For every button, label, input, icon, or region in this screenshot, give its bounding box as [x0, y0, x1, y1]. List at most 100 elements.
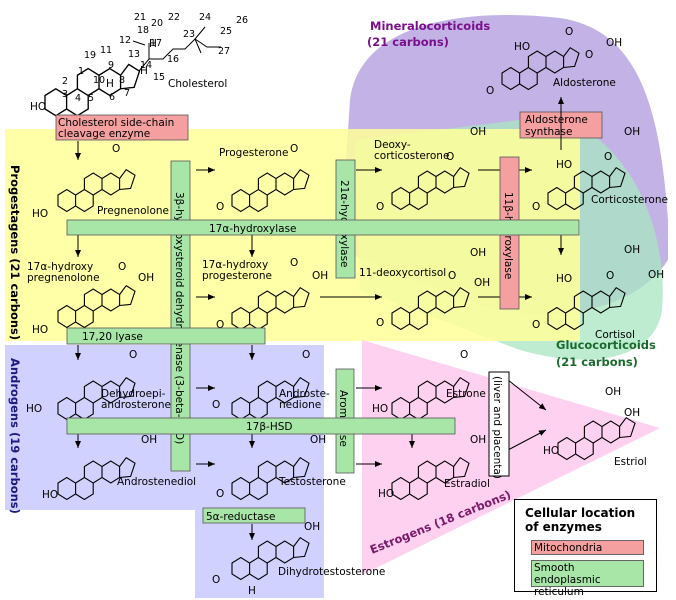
dht-label: Dihydrotestosterone — [278, 566, 385, 578]
aldosterone-label: Aldosterone — [553, 77, 616, 89]
hydroxypregnenolone-o: O — [118, 261, 126, 273]
cortisol-oh-top: OH — [624, 244, 640, 256]
testosterone-o: O — [216, 488, 224, 500]
svg-text:11: 11 — [100, 45, 112, 56]
hsd3b-enzyme-label: 3β-hydroxysteroid dehydrogenase (3-beta-… — [173, 192, 185, 444]
androstenedione-o-top: O — [302, 349, 310, 361]
svg-text:15: 15 — [153, 72, 165, 83]
deoxycortisol-o-left: O — [376, 317, 384, 329]
estrone-label: Estrone — [446, 388, 486, 400]
legend-title: Cellular location of enzymes — [525, 506, 635, 534]
androgens-title: Androgens (19 carbons) — [8, 358, 22, 514]
svg-text:25: 25 — [220, 26, 232, 37]
hsd17b-enzyme-label: 17β-HSD — [246, 421, 293, 433]
estrone-o: O — [460, 349, 468, 361]
legend-title-line-1: Cellular location — [525, 506, 636, 520]
hydroxyprogesterone-label-2: progesterone — [202, 270, 272, 282]
estrone-ho: HO — [372, 403, 388, 415]
estriol-oh-top: OH — [605, 386, 621, 398]
hydroxylase21-enzyme-bar — [335, 159, 356, 279]
legend-ser-label-1: Smooth endoplasmic — [534, 562, 601, 586]
hydroxylase17-enzyme-label: 17α-hydroxylase — [209, 223, 297, 235]
aldosterone-synthase-label-2: synthase — [525, 126, 572, 138]
svg-text:26: 26 — [236, 15, 248, 26]
hydroxypregnenolone-label-1: 17α-hydroxy — [27, 261, 93, 273]
svg-text:21: 21 — [134, 12, 146, 23]
hydroxypregnenolone-oh: OH — [138, 272, 154, 284]
estradiol-label: Estradiol — [444, 478, 490, 490]
progesterone-o-left: O — [216, 201, 224, 213]
cortisol-o-left: O — [532, 319, 540, 331]
svg-text:2: 2 — [62, 76, 68, 87]
dht-oh: OH — [304, 521, 320, 533]
glucocorticoids-title: Glucocorticoids — [556, 338, 656, 352]
cholesterol-structure — [44, 26, 221, 117]
hsd3b-enzyme-bar — [170, 160, 191, 472]
corticosterone-o-left: O — [532, 201, 540, 213]
svg-text:13: 13 — [128, 49, 140, 60]
cortisol-o-top: O — [606, 270, 614, 282]
pregnenolone-label: Pregnenolone — [97, 205, 169, 217]
svg-text:1: 1 — [78, 66, 84, 77]
aldosterone-oh: OH — [606, 37, 622, 49]
hydroxyprogesterone-oh: OH — [312, 270, 328, 282]
lyase-enzyme-bar — [66, 327, 266, 345]
legend-ser: Smooth endoplasmic reticulum — [531, 560, 644, 598]
corticosterone-ho: HO — [556, 159, 572, 171]
legend-mitochondria-label: Mitochondria — [534, 542, 603, 554]
legend-mitochondria: Mitochondria — [531, 540, 644, 555]
liver-placenta-label: (liver and placenta) — [491, 376, 503, 479]
corticosterone-oh: OH — [624, 126, 640, 138]
aldosterone-o-left: O — [486, 85, 494, 97]
svg-text:24: 24 — [199, 12, 211, 23]
svg-text:22: 22 — [168, 12, 180, 23]
svg-text:19: 19 — [84, 50, 96, 61]
cholesterol-h-2: H — [140, 65, 148, 77]
deoxycorticosterone-o-top: O — [446, 151, 454, 163]
cortisol-oh-side: OH — [648, 269, 664, 281]
cholesterol-atom-numbers: 1 2 3 4 5 6 7 8 9 10 11 12 13 14 15 16 1… — [62, 12, 248, 104]
reductase-enzyme-bar — [202, 507, 306, 524]
aldosterone-synthase-label-1: Aldosterone — [525, 114, 588, 126]
cortisol-label: Cortisol — [595, 329, 635, 341]
svg-text:16: 16 — [167, 54, 179, 65]
aldosterone-o-ketone: O — [585, 49, 593, 61]
lyase-enzyme-label: 17,20 lyase — [82, 331, 143, 343]
hsd17b-enzyme-bar — [66, 417, 456, 435]
cholesterol-label: Cholesterol — [168, 78, 227, 90]
dhea-label-1: Dehydroepi- — [101, 388, 166, 400]
dht-o: O — [212, 574, 220, 586]
corticosterone-o-top: O — [604, 151, 612, 163]
dht-h: H — [248, 585, 256, 597]
aldosterone-ho: HO — [514, 41, 530, 53]
svg-text:5: 5 — [88, 93, 94, 104]
scc-enzyme-box — [55, 114, 189, 141]
legend-ser-label-2: reticulum — [534, 586, 584, 598]
deoxycorticosterone-label-1: Deoxy- — [374, 139, 411, 151]
hydroxyprogesterone-label-1: 17α-hydroxy — [202, 259, 268, 271]
pregnenolone-o: O — [112, 143, 120, 155]
progesterone-label: Progesterone — [219, 147, 288, 159]
svg-text:6: 6 — [109, 92, 115, 103]
scc-enzyme-label-1: Cholesterol side-chain — [58, 117, 174, 129]
testosterone-label: Testosterone — [278, 476, 346, 488]
hydroxyprogesterone-o-left: O — [216, 319, 224, 331]
progestagens-title: Progestagens (21 carbons) — [8, 165, 22, 340]
androstenedione-o-left: O — [212, 399, 220, 411]
androstenediol-oh: OH — [141, 434, 157, 446]
androgen-region — [5, 345, 324, 598]
svg-text:9: 9 — [108, 60, 114, 71]
deoxycortisol-o-top: O — [448, 270, 456, 282]
estradiol-ho: HO — [378, 488, 394, 500]
deoxycortisol-oh-top: OH — [470, 247, 486, 259]
dhea-o: O — [129, 349, 137, 361]
mineralocorticoids-subtitle: (21 carbons) — [367, 35, 449, 49]
svg-text:27: 27 — [218, 46, 230, 57]
estriol-oh-side: OH — [624, 407, 640, 419]
svg-text:7: 7 — [124, 88, 130, 99]
estrogen-region — [362, 340, 660, 575]
dhea-ho: HO — [26, 403, 42, 415]
androstenediol-label: Androstenediol — [117, 476, 196, 488]
androstenedione-label-2: nedione — [279, 399, 321, 411]
